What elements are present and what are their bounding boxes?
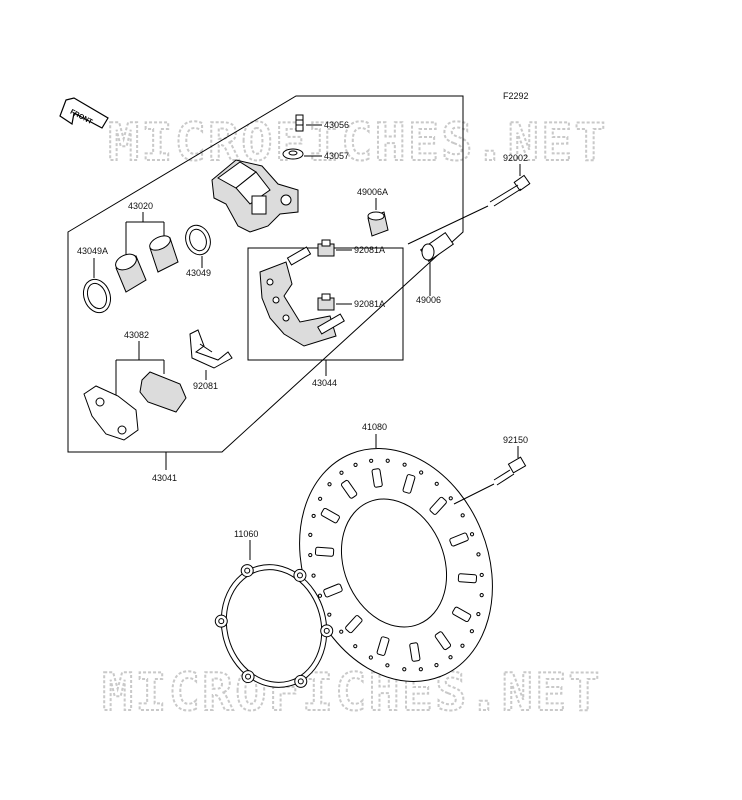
disc-drill-hole <box>469 532 475 537</box>
disc-vent-slot <box>323 583 343 598</box>
disc-drill-hole <box>460 513 465 518</box>
disc-drill-hole <box>448 496 453 501</box>
disc-drill-hole <box>369 458 374 463</box>
gasket-bolt-hole <box>323 627 330 634</box>
disc-drill-hole <box>434 481 439 486</box>
seal-43049A <box>82 278 112 314</box>
disc-drill-hole <box>339 629 344 634</box>
label-43082: 43082 <box>124 330 149 340</box>
brake-disc-41080 <box>299 448 493 682</box>
pin-boot-49006A <box>367 211 389 237</box>
disc-vent-slot <box>314 546 335 557</box>
label-43020: 43020 <box>128 201 153 211</box>
disc-vent-slot <box>340 479 358 499</box>
disc-drill-hole <box>353 462 358 467</box>
brake-pad-43082 <box>83 371 187 441</box>
disc-bolt-92150 <box>493 456 527 486</box>
disc-drill-hole <box>476 552 481 557</box>
disc-drill-hole <box>317 593 323 598</box>
gasket-bolt-hole <box>244 567 251 574</box>
label-92002: 92002 <box>503 153 528 163</box>
label-92081A-lower: 92081A <box>354 299 385 309</box>
disc-vent-slot <box>376 636 390 656</box>
label-43044: 43044 <box>312 378 337 388</box>
piston-43020 <box>115 235 179 293</box>
retainer-clip-92081A-lower <box>317 293 335 311</box>
disc-drill-hole <box>479 572 484 578</box>
disc-drill-hole <box>469 629 474 634</box>
gasket-bolt-hole <box>218 618 225 625</box>
label-92081: 92081 <box>193 381 218 391</box>
bleeder-cap-43057 <box>282 148 304 160</box>
retainer-clip-92081A-upper <box>317 239 335 257</box>
disc-vent-slot <box>402 474 416 494</box>
disc-drill-hole <box>327 482 332 487</box>
gasket-11060 <box>214 564 334 688</box>
front-arrow-icon: FRONT <box>59 97 109 129</box>
label-49006A: 49006A <box>357 187 388 197</box>
caliper-bracket-43044 <box>259 246 345 347</box>
pad-spring-92081 <box>189 329 233 369</box>
disc-drill-hole <box>368 655 373 660</box>
label-43057: 43057 <box>324 151 349 161</box>
leader-92002 <box>407 205 489 245</box>
figure-code: F2292 <box>503 91 529 101</box>
disc-drill-hole <box>476 611 481 617</box>
disc-vent-slot <box>429 496 447 515</box>
caliper-body <box>211 159 299 233</box>
disc-vent-slot <box>452 606 472 623</box>
label-43049A: 43049A <box>77 246 108 256</box>
disc-vent-slot <box>345 615 363 634</box>
disc-drill-hole <box>318 496 323 501</box>
disc-vent-slot <box>371 468 383 488</box>
disc-drill-hole <box>434 663 439 668</box>
gasket-bolt-hole <box>297 678 304 685</box>
disc-drill-hole <box>402 667 407 672</box>
label-43049: 43049 <box>186 268 211 278</box>
disc-vent-slot <box>320 507 340 524</box>
disc-vent-slot <box>409 642 421 662</box>
label-43056: 43056 <box>324 120 349 130</box>
seal-43049 <box>185 224 211 256</box>
label-43041: 43041 <box>152 473 177 483</box>
disc-drill-hole <box>448 655 453 660</box>
disc-drill-hole <box>402 462 407 467</box>
disc-vent-slot <box>449 532 469 547</box>
gasket-bolt-hole <box>245 673 252 680</box>
label-41080: 41080 <box>362 422 387 432</box>
disc-vent-slot <box>457 573 478 584</box>
disc-drill-hole <box>308 552 313 558</box>
label-49006: 49006 <box>416 295 441 305</box>
bolt-92002 <box>489 174 531 207</box>
watermark-bottom: MICROFICHES.NET <box>102 663 602 723</box>
leader-92150 <box>453 483 495 505</box>
disc-drill-hole <box>327 612 332 617</box>
disc-drill-hole <box>418 667 423 672</box>
bleeder-valve-43056 <box>295 114 304 132</box>
disc-drill-hole <box>339 470 344 475</box>
disc-drill-hole <box>385 663 390 668</box>
label-92150: 92150 <box>503 435 528 445</box>
disc-drill-hole <box>311 573 316 578</box>
disc-drill-hole <box>460 643 465 648</box>
label-92081A-upper: 92081A <box>354 245 385 255</box>
gasket-bolt-hole <box>296 572 303 579</box>
disc-drill-hole <box>308 532 313 538</box>
slide-pin-49006 <box>420 231 454 263</box>
disc-drill-hole <box>353 644 358 649</box>
disc-vent-slot <box>434 631 452 651</box>
watermark-top: MICROFICHES.NET <box>108 113 608 173</box>
disc-drill-hole <box>419 470 424 475</box>
disc-drill-hole <box>311 513 316 519</box>
label-11060: 11060 <box>234 529 258 539</box>
disc-drill-hole <box>479 592 484 598</box>
caliper-assembly-boundary <box>67 95 464 453</box>
disc-drill-hole <box>385 458 390 463</box>
